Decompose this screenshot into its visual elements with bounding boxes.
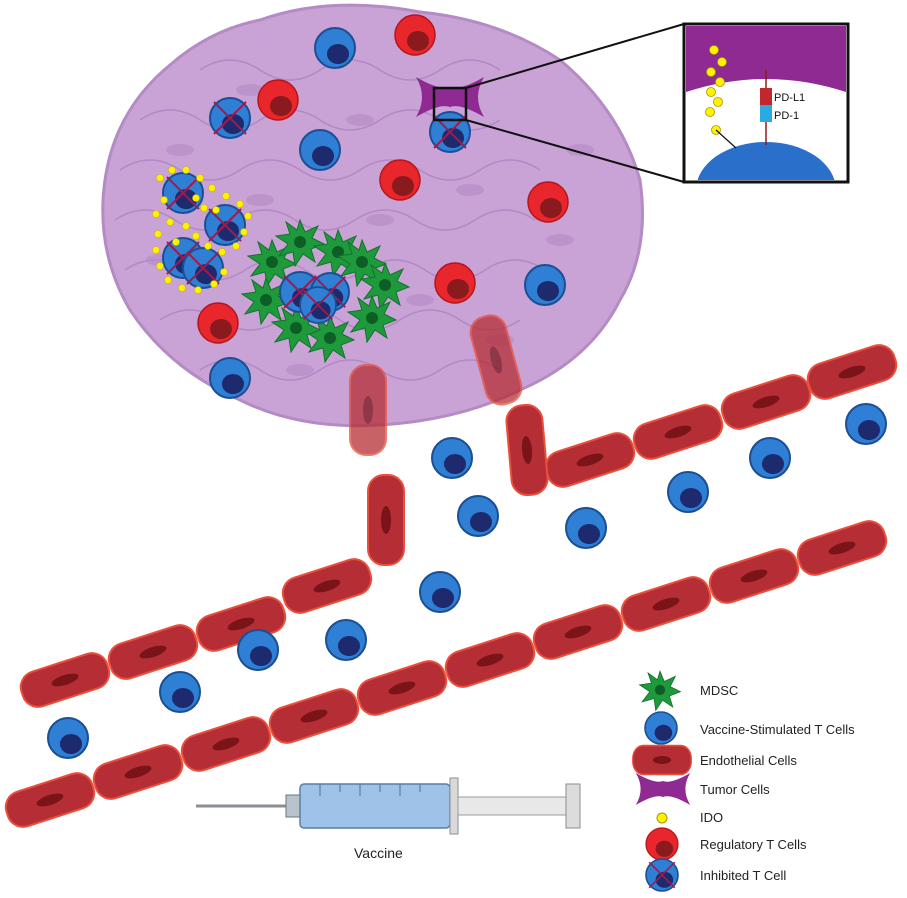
ido-icon [656,812,668,824]
pd1-inset: PD-L1 PD-1 [682,22,850,184]
legend: MDSC Vaccine-Stimulated T Cells Endothel… [631,670,855,892]
inset-ido [705,45,727,135]
legend-label-tcell: Vaccine-Stimulated T Cells [700,722,855,737]
inhibited-tcell-icon [645,858,679,892]
treg-icon [645,827,679,861]
pd-l1-receptor [760,88,772,105]
syringe-icon [196,777,581,835]
inset-tumor-cell [686,26,846,92]
ido-cluster [152,166,252,294]
legend-label-tumor: Tumor Cells [700,782,770,797]
inset-label-pd-l1: PD-L1 [774,92,805,104]
tumor-cell [416,77,484,122]
legend-label-endothelial: Endothelial Cells [700,753,797,768]
endothelial-icon [631,744,693,776]
pd-1-receptor [760,105,772,122]
legend-label-treg: Regulatory T Cells [700,837,807,852]
mdsc-icon [639,670,681,711]
syringe-label: Vaccine [354,845,403,861]
zoom-lines [465,23,685,183]
inset-label-pd-1: PD-1 [774,110,799,122]
tumor-cell-icon [635,773,691,805]
legend-label-ido: IDO [700,810,723,825]
inset-t-cell [697,142,835,180]
tcell-icon [644,711,678,745]
legend-label-mdsc: MDSC [700,683,738,698]
legend-label-inhibited: Inhibited T Cell [700,868,786,883]
